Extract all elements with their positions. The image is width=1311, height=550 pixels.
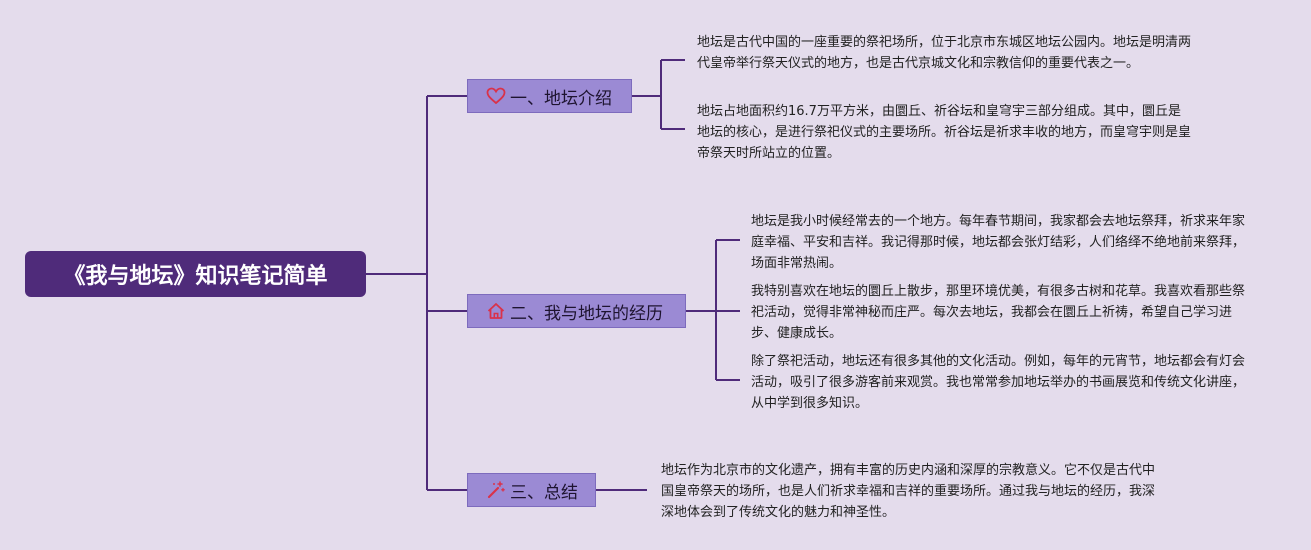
connector-leaves-2 xyxy=(686,239,740,381)
leaf-experience-1: 地坛是我小时候经常去的一个地方。每年春节期间，我家都会去地坛祭拜，祈求来年家庭幸… xyxy=(751,214,1246,271)
branch-summary[interactable]: 三、总结 xyxy=(467,473,596,507)
branch-experience[interactable]: 二、我与地坛的经历 xyxy=(467,294,686,328)
root-title: 《我与地坛》知识笔记简单 xyxy=(63,264,328,289)
leaf-intro-2: 地坛占地面积约16.7万平方米，由圜丘、祈谷坛和皇穹宇三部分组成。其中，圜丘是地… xyxy=(697,104,1192,161)
leaf-intro-1: 地坛是古代中国的一座重要的祭祀场所，位于北京市东城区地坛公园内。地坛是明清两代皇… xyxy=(697,35,1192,71)
leaf-experience-3: 除了祭祀活动，地坛还有很多其他的文化活动。例如，每年的元宵节，地坛都会有灯会活动… xyxy=(751,354,1246,411)
branch-intro-label: 一、地坛介绍 xyxy=(510,88,612,109)
leaf-experience-2: 我特别喜欢在地坛的圜丘上散步，那里环境优美，有很多古树和花草。我喜欢看那些祭祀活… xyxy=(751,284,1246,341)
branch-summary-label: 三、总结 xyxy=(510,482,578,503)
leaf-summary-1: 地坛作为北京市的文化遗产，拥有丰富的历史内涵和深厚的宗教意义。它不仅是古代中国皇… xyxy=(661,463,1156,520)
magic-wand-icon xyxy=(486,480,506,500)
home-icon xyxy=(486,301,506,321)
branch-intro[interactable]: 一、地坛介绍 xyxy=(467,79,632,113)
branch-experience-label: 二、我与地坛的经历 xyxy=(510,303,663,324)
connector-leaves-1 xyxy=(632,59,685,130)
heart-icon xyxy=(486,86,506,106)
root-topic[interactable]: 《我与地坛》知识笔记简单 xyxy=(25,251,366,297)
